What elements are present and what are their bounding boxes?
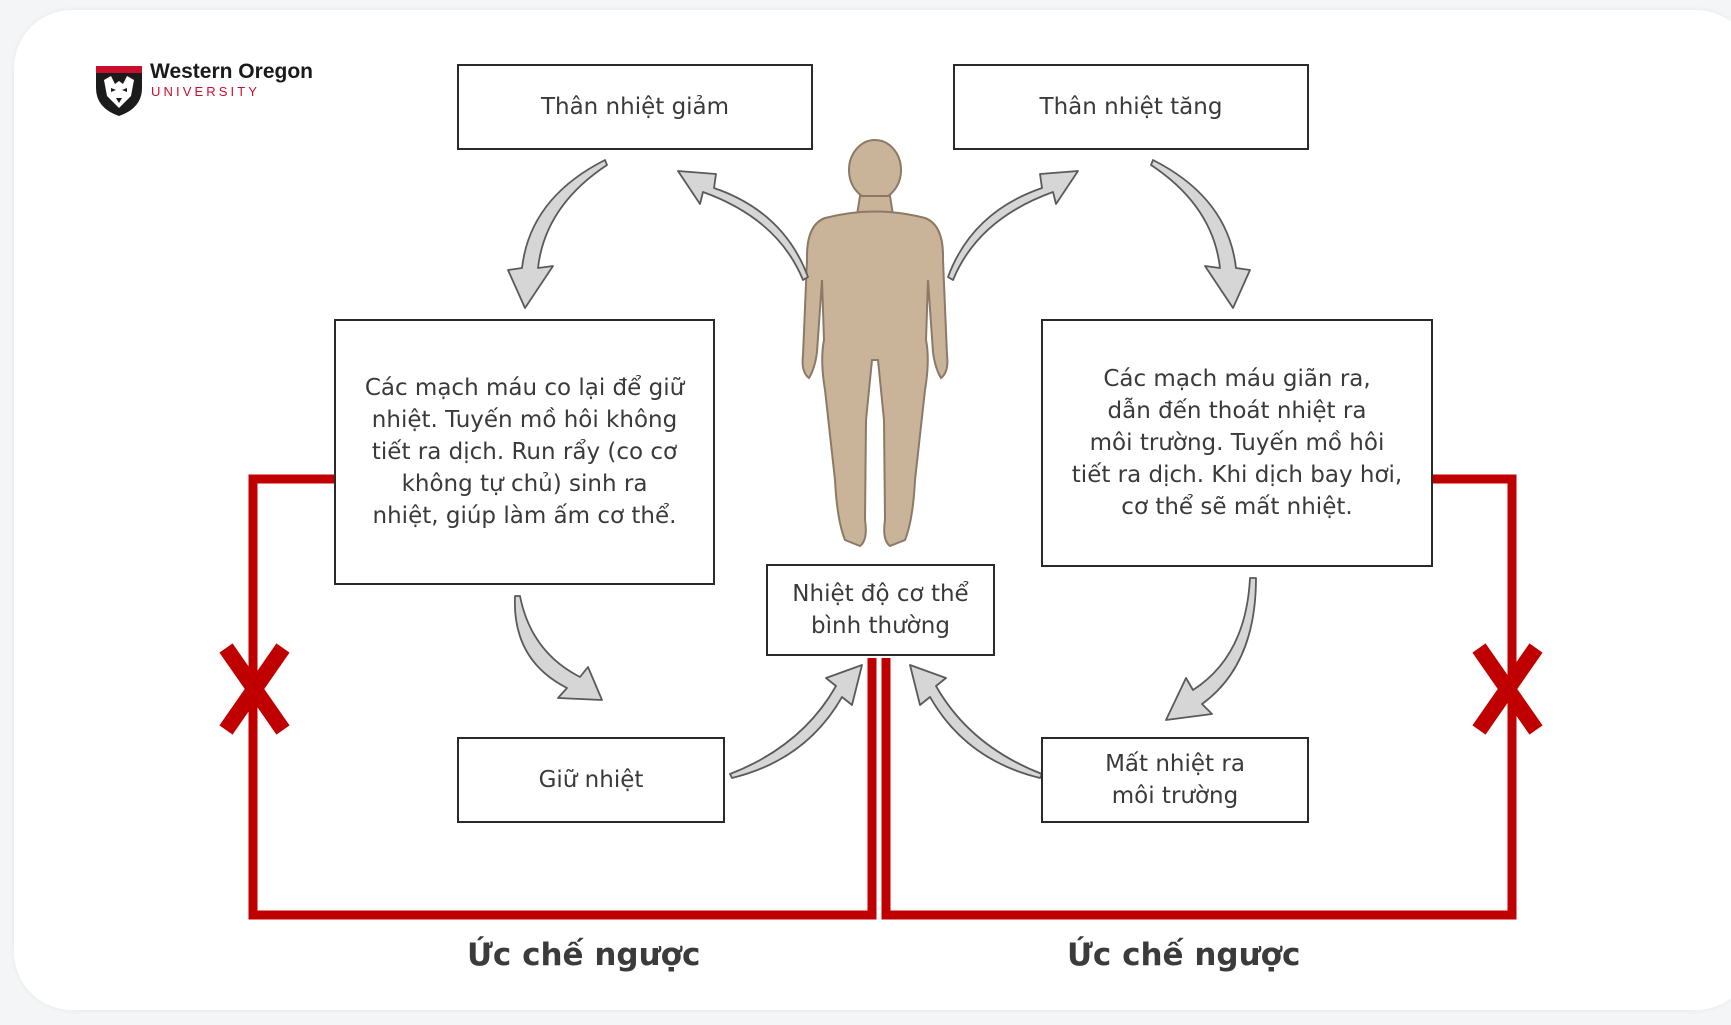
arrow-increase-to-right-response: [1150, 159, 1251, 309]
left-feedback-line: [248, 474, 877, 920]
retain-heat-box: Giữ nhiệt: [457, 737, 725, 823]
logo-subtitle: UNIVERSITY: [151, 84, 261, 99]
university-logo: Western Oregon UNIVERSITY: [94, 60, 334, 120]
human-body-figure: [801, 139, 949, 548]
arrow-decrease-to-left-response: [507, 159, 608, 309]
arrow-left-response-to-retain: [514, 595, 603, 701]
left-response-box: Các mạch máu co lại để giữ nhiệt. Tuyến …: [334, 319, 715, 585]
arrow-right-response-to-lose: [1165, 577, 1257, 721]
logo-title: Western Oregon: [150, 60, 313, 83]
temp-decrease-box: Thân nhiệt giảm: [457, 64, 813, 150]
lose-heat-box: Mất nhiệt ra môi trường: [1041, 737, 1309, 823]
right-response-box: Các mạch máu giãn ra, dẫn đến thoát nhiệ…: [1041, 319, 1433, 567]
left-feedback-label: Ức chế ngược: [467, 937, 701, 973]
left-x-mark: [219, 643, 290, 735]
arrow-body-to-increase: [947, 170, 1079, 281]
temp-increase-box: Thân nhiệt tăng: [953, 64, 1309, 150]
right-x-mark: [1472, 643, 1543, 735]
normal-temp-box: Nhiệt độ cơ thể bình thường: [766, 564, 995, 656]
arrow-body-to-decrease: [677, 170, 809, 281]
right-feedback-line: [881, 474, 1517, 920]
arrow-lose-to-normal: [909, 664, 1043, 779]
wolf-head-icon: [96, 66, 142, 116]
arrow-retain-to-normal: [729, 664, 863, 779]
right-feedback-label: Ức chế ngược: [1067, 937, 1301, 973]
